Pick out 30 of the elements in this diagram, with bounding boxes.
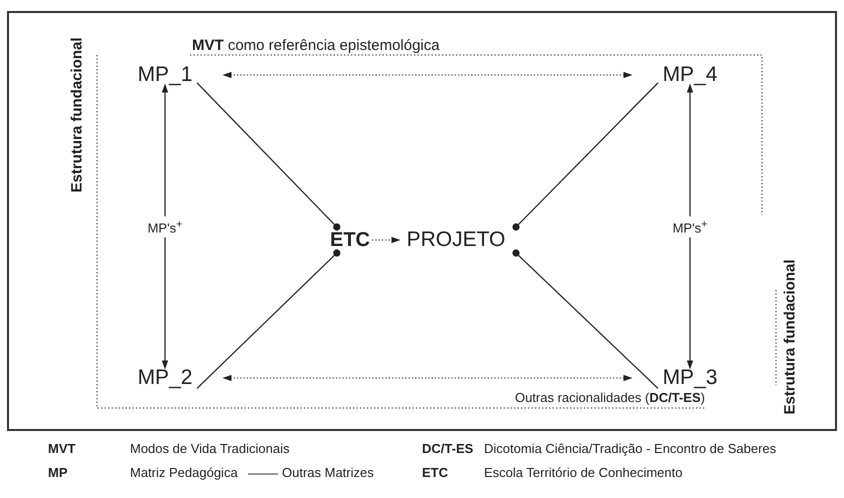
arrow <box>686 84 694 370</box>
dot-ended-line <box>196 249 340 389</box>
node-label: MP_2 <box>133 365 197 391</box>
edge-label: MP's$^{+}$ <box>672 216 708 238</box>
node-label: ETC <box>328 227 372 253</box>
legend-text: Outras Matrizes <box>282 465 374 480</box>
dotted-arrow <box>222 374 632 382</box>
dot-ended-line <box>512 82 658 231</box>
node-label: PROJETO <box>396 227 516 253</box>
frame-caption: Outras racionalidades (DC/T-ES) <box>514 390 705 405</box>
legend-term: MP <box>48 465 68 480</box>
legend-definition: Matriz Pedagógica <box>130 465 238 480</box>
arrow <box>162 84 168 370</box>
legend-definition: Escola Território de Conhecimento <box>484 465 682 480</box>
legend-term: MVT <box>48 441 76 456</box>
legend-definition: Modos de Vida Tradicionais <box>130 441 290 456</box>
frame-caption: MVT como referência epistemológica <box>192 37 440 54</box>
legend-term: DC/T-ES <box>422 441 474 456</box>
dot-ended-line <box>196 82 340 231</box>
dot-ended-line <box>512 249 658 389</box>
legend-term: ETC <box>422 465 448 480</box>
legend-definition: Dicotomia Ciência/Tradição - Encontro de Saberes <box>484 441 776 456</box>
side-caption: Estrutura fundacional <box>782 259 798 415</box>
dotted-arrow <box>222 72 632 78</box>
dotted-arrow <box>372 236 400 244</box>
node-label: MP_4 <box>658 62 722 88</box>
side-caption: Estrutura fundacional <box>68 37 86 193</box>
edge-label: MP's$^{+}$ <box>148 216 182 238</box>
node-label: MP_3 <box>658 365 722 391</box>
node-label: MP_1 <box>133 62 197 88</box>
